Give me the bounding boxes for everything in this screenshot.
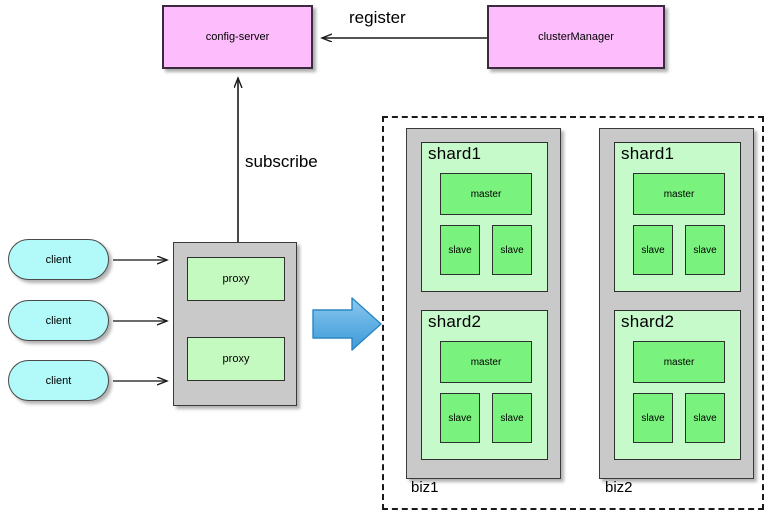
proxy-node-1[interactable]: proxy bbox=[187, 257, 285, 301]
biz2-shard1-slave-2[interactable]: slave bbox=[685, 225, 725, 275]
client-label: client bbox=[45, 253, 72, 266]
biz1-shard1-slave-1[interactable]: slave bbox=[440, 225, 480, 275]
config-server-label: config-server bbox=[205, 31, 270, 43]
biz1-shard2-slave-2[interactable]: slave bbox=[492, 393, 532, 443]
biz1-shard2-container: shard2 master slave slave bbox=[421, 310, 548, 460]
proxy-label: proxy bbox=[222, 273, 250, 285]
slave-label: slave bbox=[641, 412, 665, 424]
master-label: master bbox=[470, 356, 502, 368]
biz1-container: shard1 master slave slave shard2 master … bbox=[406, 128, 561, 479]
biz2-container: shard1 master slave slave shard2 master … bbox=[599, 128, 754, 479]
biz1-shard2-label: shard2 bbox=[428, 312, 482, 331]
client-label: client bbox=[45, 374, 72, 387]
config-server-node[interactable]: config-server bbox=[162, 5, 313, 69]
cluster-manager-label: clusterManager bbox=[538, 31, 614, 43]
biz1-label: biz1 bbox=[411, 479, 439, 496]
slave-label: slave bbox=[500, 412, 524, 424]
client-label: client bbox=[45, 314, 72, 327]
biz1-shard2-master[interactable]: master bbox=[440, 341, 532, 383]
clusters-dashed-boundary bbox=[382, 116, 764, 510]
biz2-shard1-slave-1[interactable]: slave bbox=[633, 225, 673, 275]
subscribe-edge-label: subscribe bbox=[245, 152, 318, 171]
slave-label: slave bbox=[448, 412, 472, 424]
biz1-shard1-label: shard1 bbox=[428, 144, 482, 163]
biz1-shard1-container: shard1 master slave slave bbox=[421, 142, 548, 292]
proxy-group-container: proxy proxy bbox=[173, 242, 297, 406]
biz1-shard1-master[interactable]: master bbox=[440, 173, 532, 215]
biz1-shard2-slave-1[interactable]: slave bbox=[440, 393, 480, 443]
client-node-3[interactable]: client bbox=[8, 360, 109, 401]
biz2-shard1-master[interactable]: master bbox=[633, 173, 725, 215]
cluster-manager-node[interactable]: clusterManager bbox=[487, 5, 665, 69]
client-node-1[interactable]: client bbox=[8, 239, 109, 280]
slave-label: slave bbox=[641, 244, 665, 256]
proxy-node-2[interactable]: proxy bbox=[187, 337, 285, 381]
biz2-shard2-container: shard2 master slave slave bbox=[614, 310, 741, 460]
register-edge-label: register bbox=[349, 8, 406, 27]
biz2-shard2-label: shard2 bbox=[621, 312, 675, 331]
slave-label: slave bbox=[693, 244, 717, 256]
master-label: master bbox=[470, 188, 502, 200]
biz2-shard2-slave-2[interactable]: slave bbox=[685, 393, 725, 443]
biz2-shard1-label: shard1 bbox=[621, 144, 675, 163]
biz2-shard1-container: shard1 master slave slave bbox=[614, 142, 741, 292]
master-label: master bbox=[663, 356, 695, 368]
biz1-shard1-slave-2[interactable]: slave bbox=[492, 225, 532, 275]
proxy-label: proxy bbox=[222, 353, 250, 365]
slave-label: slave bbox=[693, 412, 717, 424]
biz2-label: biz2 bbox=[605, 479, 633, 496]
biz2-shard2-slave-1[interactable]: slave bbox=[633, 393, 673, 443]
blue-right-arrow-icon bbox=[312, 297, 382, 351]
slave-label: slave bbox=[448, 244, 472, 256]
biz2-shard2-master[interactable]: master bbox=[633, 341, 725, 383]
slave-label: slave bbox=[500, 244, 524, 256]
client-node-2[interactable]: client bbox=[8, 300, 109, 341]
master-label: master bbox=[663, 188, 695, 200]
